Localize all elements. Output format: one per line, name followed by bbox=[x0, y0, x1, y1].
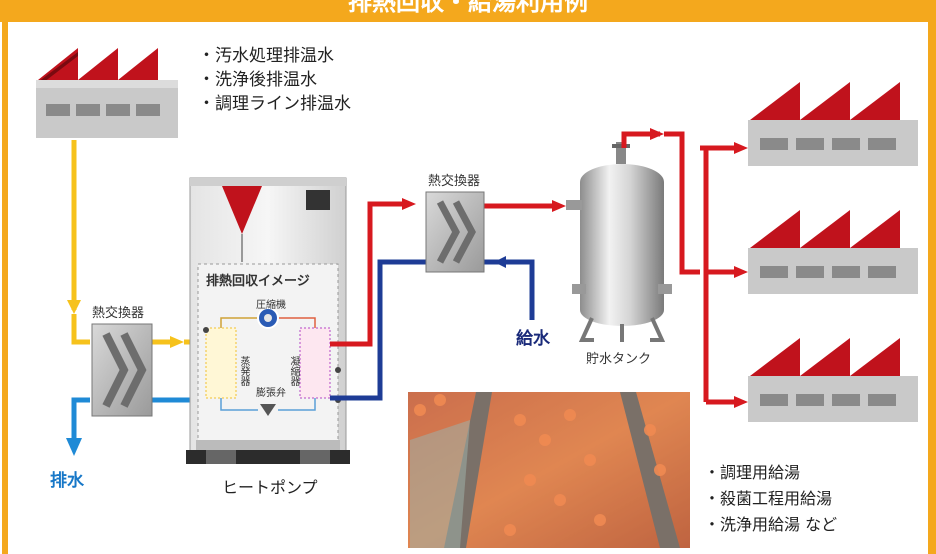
frame-left-edge bbox=[2, 20, 8, 554]
drain-pipe bbox=[66, 397, 192, 456]
factory-3-icon bbox=[748, 338, 918, 422]
condenser-label: 凝縮器 bbox=[288, 356, 299, 386]
source-factory-icon bbox=[36, 48, 178, 138]
supply-hot-pipe bbox=[621, 128, 748, 408]
heat-pump-unit bbox=[186, 177, 350, 464]
factory-2-icon bbox=[748, 210, 918, 294]
drain-label: 排水 bbox=[50, 471, 84, 491]
tank-label: 貯水タンク bbox=[586, 352, 652, 367]
heat-pump-inner-title: 排熱回収イメージ bbox=[206, 274, 310, 289]
use-item: ・洗浄用給湯 など bbox=[704, 515, 838, 534]
use-item: ・調理用給湯 bbox=[704, 463, 801, 482]
washing-photo bbox=[408, 392, 690, 548]
expansion-valve-label: 膨張弁 bbox=[256, 388, 286, 399]
header-title: 排熱回収・給湯利用例 bbox=[348, 0, 588, 16]
hot-water-pipe bbox=[330, 198, 566, 347]
heat-exchanger-right-label: 熱交換器 bbox=[428, 174, 481, 189]
use-list: ・調理用給湯 ・殺菌工程用給湯 ・洗浄用給湯 など bbox=[704, 460, 837, 538]
storage-tank-icon bbox=[566, 142, 672, 342]
header-band bbox=[0, 0, 936, 22]
source-item: ・調理ライン排温水 bbox=[198, 94, 351, 114]
heat-exchanger-left-label: 熱交換器 bbox=[92, 306, 145, 321]
source-list: ・汚水処理排温水 ・洗浄後排温水 ・調理ライン排温水 bbox=[198, 44, 351, 116]
cold-water-pipe bbox=[330, 256, 535, 401]
source-item: ・汚水処理排温水 bbox=[198, 46, 334, 66]
frame-right-edge bbox=[928, 20, 936, 554]
heat-exchanger-right-icon bbox=[425, 191, 485, 273]
supply-label: 給水 bbox=[516, 329, 550, 349]
compressor-label: 圧縮機 bbox=[256, 300, 286, 311]
heat-exchanger-left-icon bbox=[91, 323, 153, 417]
heat-pump-label: ヒートポンプ bbox=[222, 478, 318, 497]
factory-1-icon bbox=[748, 82, 918, 166]
source-item: ・洗浄後排温水 bbox=[198, 70, 317, 90]
use-item: ・殺菌工程用給湯 bbox=[704, 489, 833, 508]
evaporator-label: 蒸発器 bbox=[238, 356, 249, 386]
